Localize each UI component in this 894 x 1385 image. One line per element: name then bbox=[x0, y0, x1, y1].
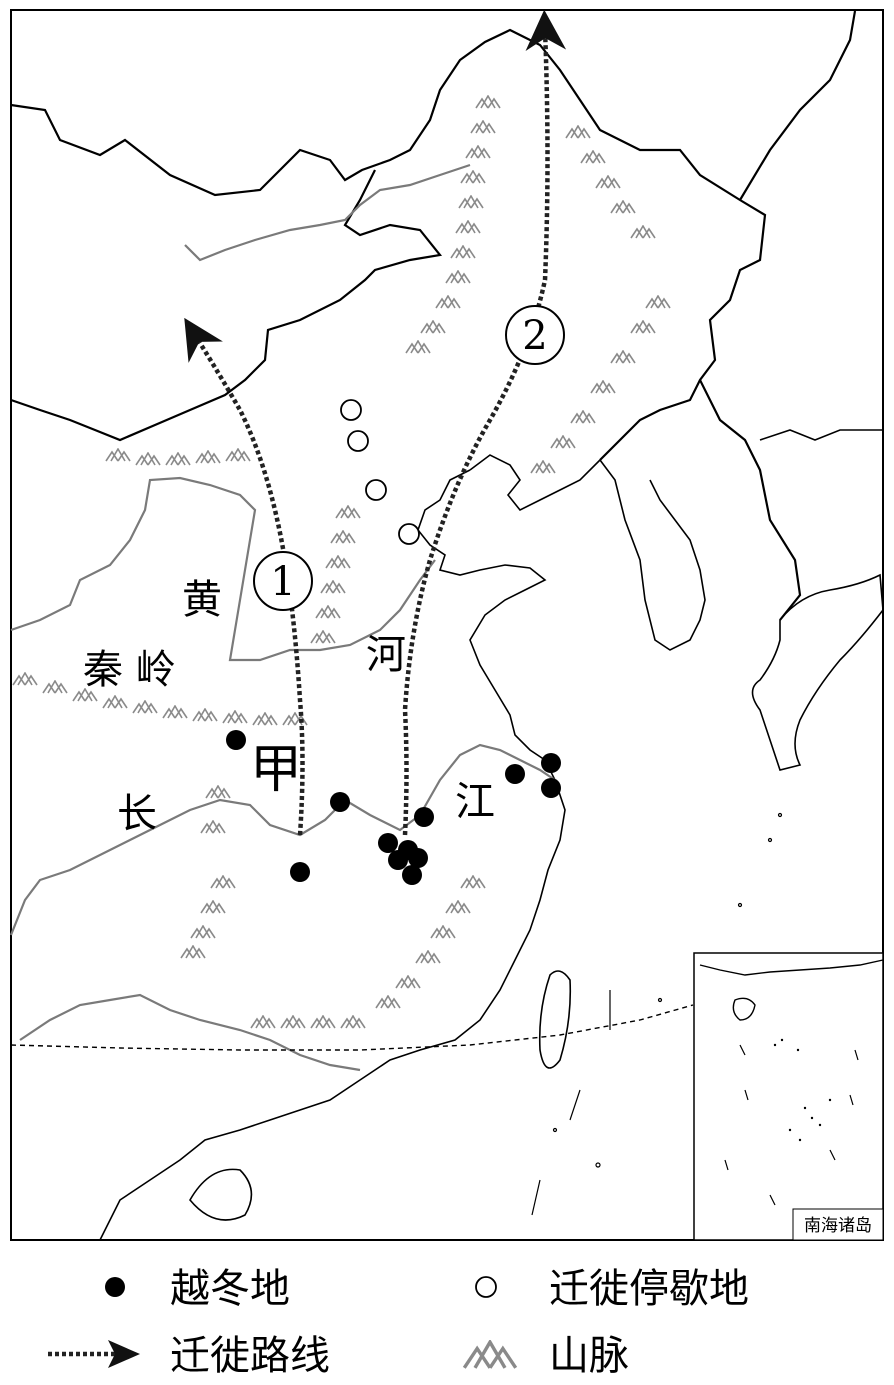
legend-wintering-symbol bbox=[105, 1277, 125, 1297]
borders bbox=[10, 10, 857, 621]
label-jiang: 江 bbox=[455, 779, 495, 825]
label-jia: 甲 bbox=[250, 740, 302, 800]
legend-mountain-symbol bbox=[464, 1342, 515, 1368]
legend-stopover-label: 迁徙停歇地 bbox=[549, 1266, 749, 1312]
legend-stopover-symbol bbox=[475, 1276, 497, 1298]
route-1-marker: 1 bbox=[253, 551, 313, 611]
stopover-sites bbox=[340, 399, 420, 545]
route-2-marker: 2 bbox=[505, 305, 565, 365]
tropic-line bbox=[10, 1004, 694, 1051]
label-huang: 黄 bbox=[182, 577, 222, 623]
route-1-label: 1 bbox=[270, 559, 295, 605]
legend: 越冬地 迁徙停歇地 迁徙路线 山脉 bbox=[48, 1266, 749, 1379]
map-frame bbox=[10, 9, 884, 1241]
route-2 bbox=[402, 9, 567, 836]
rivers bbox=[9, 163, 556, 1072]
migration-routes bbox=[184, 9, 567, 836]
label-chang: 长 bbox=[117, 791, 157, 837]
legend-route-label: 迁徙路线 bbox=[170, 1333, 330, 1379]
legend-wintering-label: 越冬地 bbox=[170, 1266, 290, 1312]
inset-label: 南海诸岛 bbox=[804, 1216, 872, 1236]
label-he: 河 bbox=[366, 632, 406, 678]
islands bbox=[531, 812, 783, 1216]
coastline bbox=[99, 429, 884, 1241]
wintering-sites bbox=[226, 730, 561, 885]
label-qinling: 秦 岭 bbox=[83, 647, 176, 693]
legend-mountain-label: 山脉 bbox=[549, 1333, 629, 1379]
route-2-label: 2 bbox=[522, 313, 547, 359]
south-china-sea-inset: 南海诸岛 bbox=[693, 952, 884, 1241]
